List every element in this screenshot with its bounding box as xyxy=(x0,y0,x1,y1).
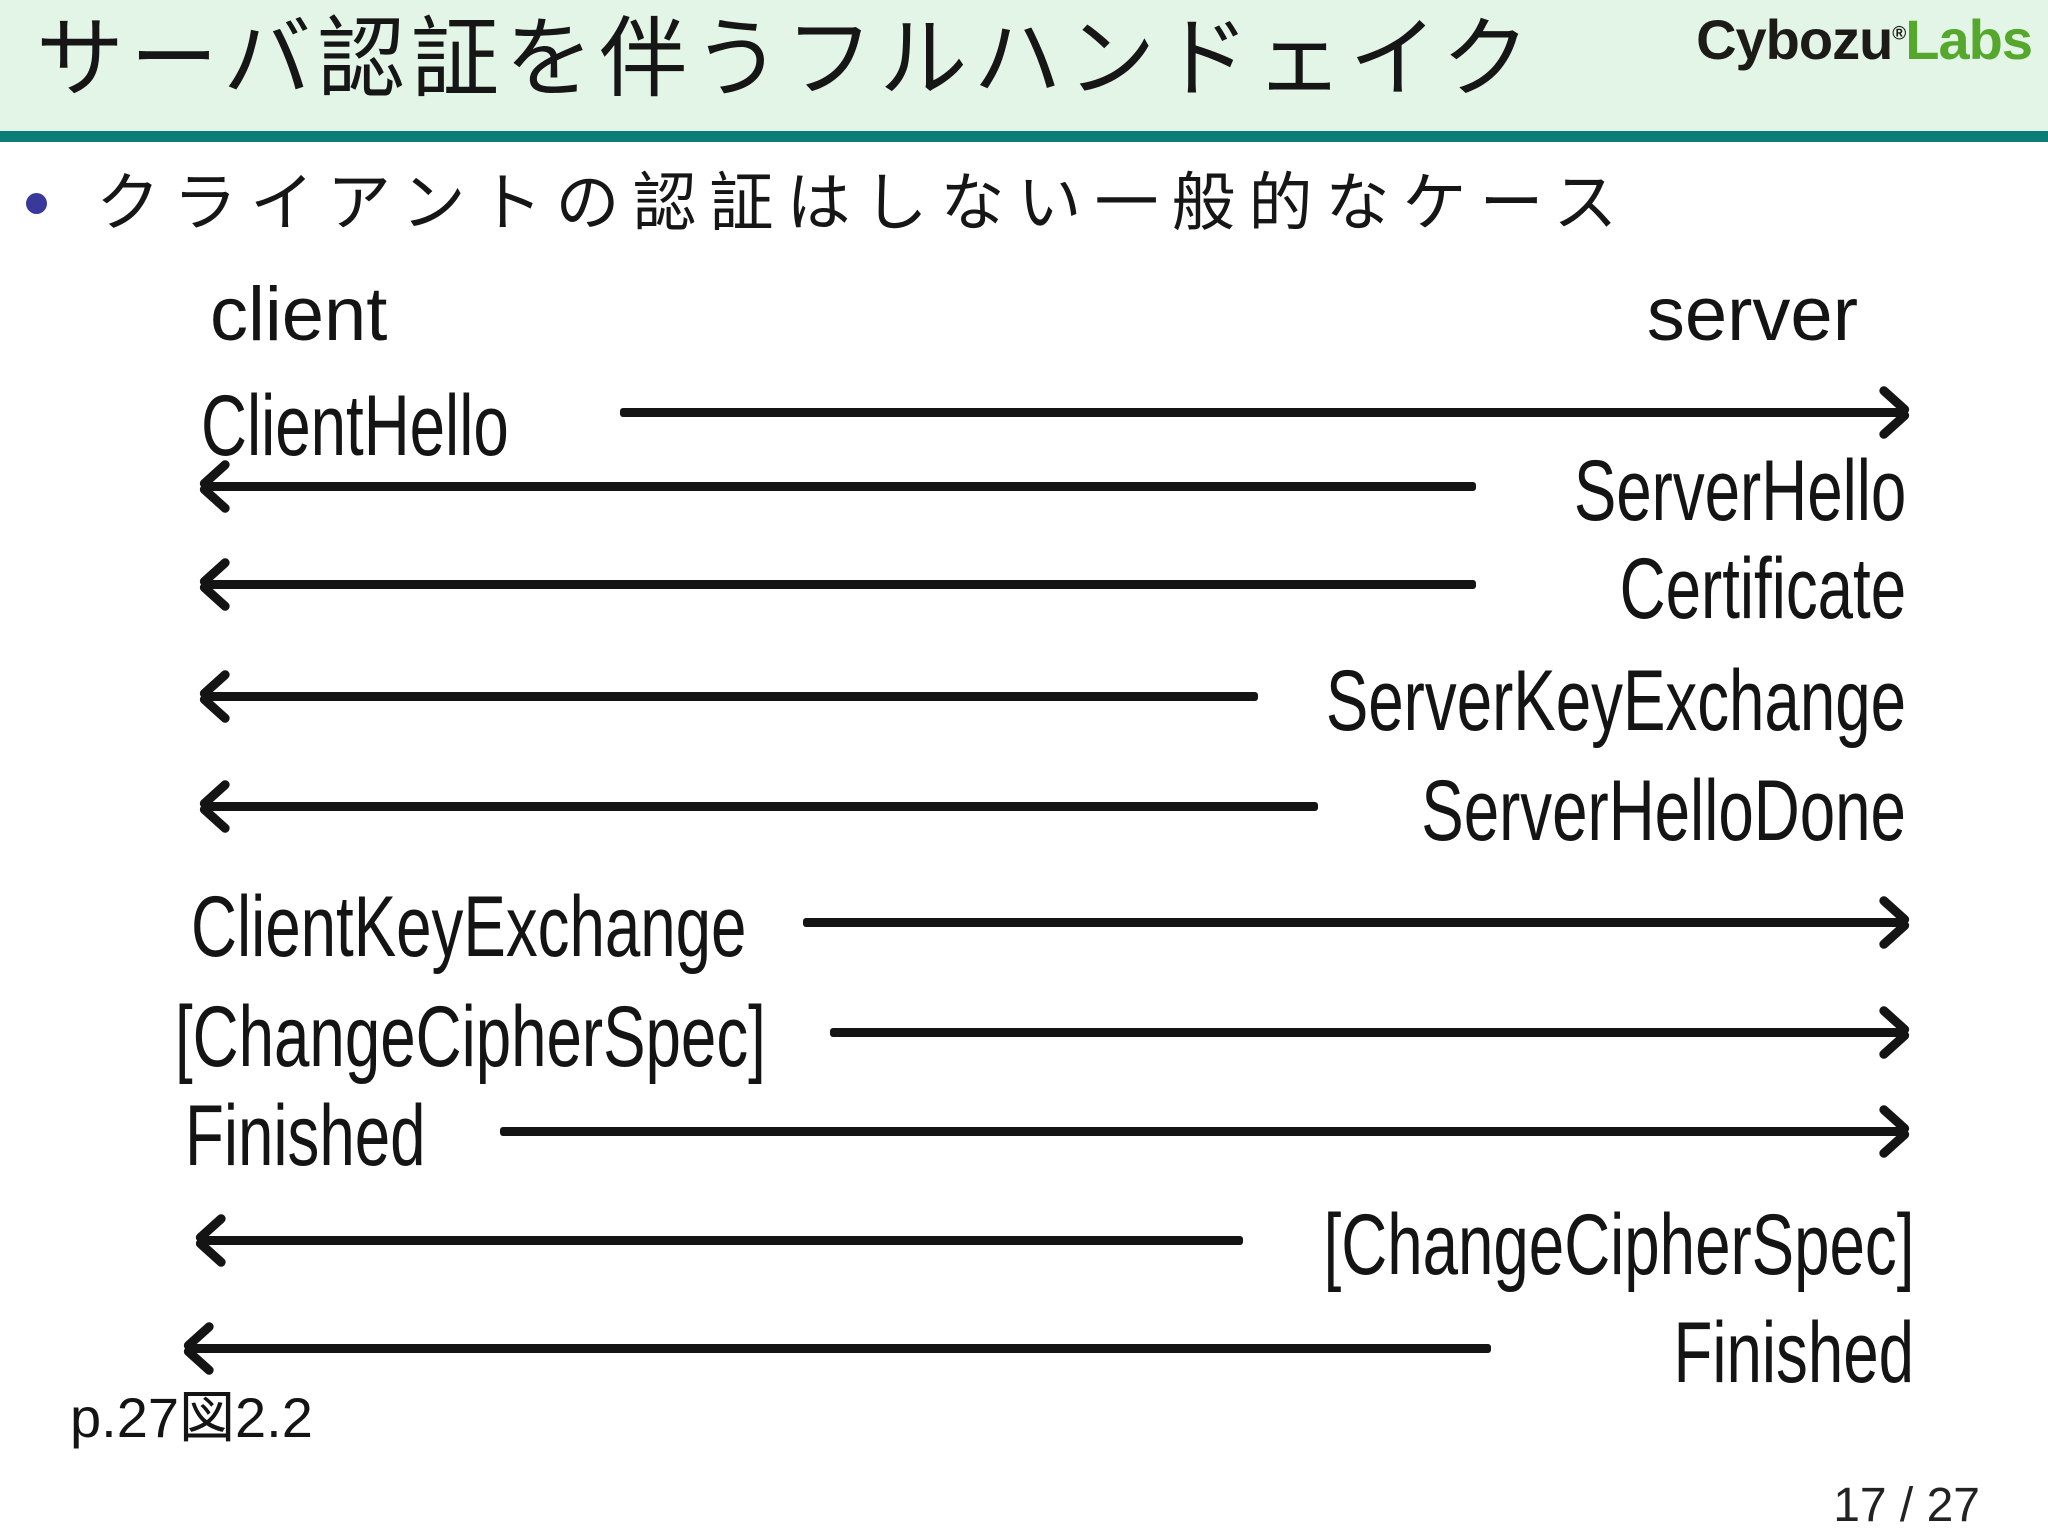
page-number: 17 / 27 xyxy=(1833,1479,1980,1532)
arrow-server-to-client xyxy=(203,580,1476,589)
message-label-clienthello: ClientHello xyxy=(201,378,509,474)
slide-header: サーバ認証を伴うフルハンドェイク Cybozu®Labs xyxy=(0,0,2048,131)
arrow-server-to-client xyxy=(203,802,1318,811)
message-label-certificate: Certificate xyxy=(1619,541,1906,637)
server-actor-label: server xyxy=(1646,272,1858,357)
logo-suffix-text: Labs xyxy=(1905,8,2033,71)
cybozu-labs-logo: Cybozu®Labs xyxy=(1696,12,2033,68)
book-reference: p.27図2.2 xyxy=(70,1386,313,1449)
arrow-client-to-server xyxy=(803,918,1906,927)
arrow-server-to-client xyxy=(203,692,1258,701)
arrow-server-to-client xyxy=(199,1236,1243,1245)
header-divider xyxy=(0,131,2048,142)
arrow-client-to-server xyxy=(830,1028,1906,1037)
message-label-finished-server: Finished xyxy=(1673,1305,1914,1401)
message-label-serverhellodone: ServerHelloDone xyxy=(1421,763,1906,859)
message-label-serverkeyexchange: ServerKeyExchange xyxy=(1325,653,1906,749)
message-label-serverhello: ServerHello xyxy=(1573,443,1906,539)
arrow-server-to-client xyxy=(203,482,1476,491)
message-label-clientkeyexchange: ClientKeyExchange xyxy=(191,879,747,975)
bullet-text: クライアントの認証はしない一般的なケース xyxy=(96,167,1631,239)
message-label-changecipherspec-server: [ChangeCipherSpec] xyxy=(1323,1197,1914,1293)
message-label-finished-client: Finished xyxy=(185,1088,426,1184)
client-actor-label: client xyxy=(210,272,388,357)
bullet-icon xyxy=(26,193,47,214)
registered-trademark-icon: ® xyxy=(1892,23,1906,45)
arrow-server-to-client xyxy=(187,1344,1491,1353)
page-title: サーバ認証を伴うフルハンドェイク xyxy=(36,9,1536,108)
arrow-client-to-server xyxy=(620,408,1906,417)
arrow-client-to-server xyxy=(500,1127,1906,1136)
logo-brand-text: Cybozu xyxy=(1696,8,1893,71)
message-label-changecipherspec-client: [ChangeCipherSpec] xyxy=(175,989,766,1085)
